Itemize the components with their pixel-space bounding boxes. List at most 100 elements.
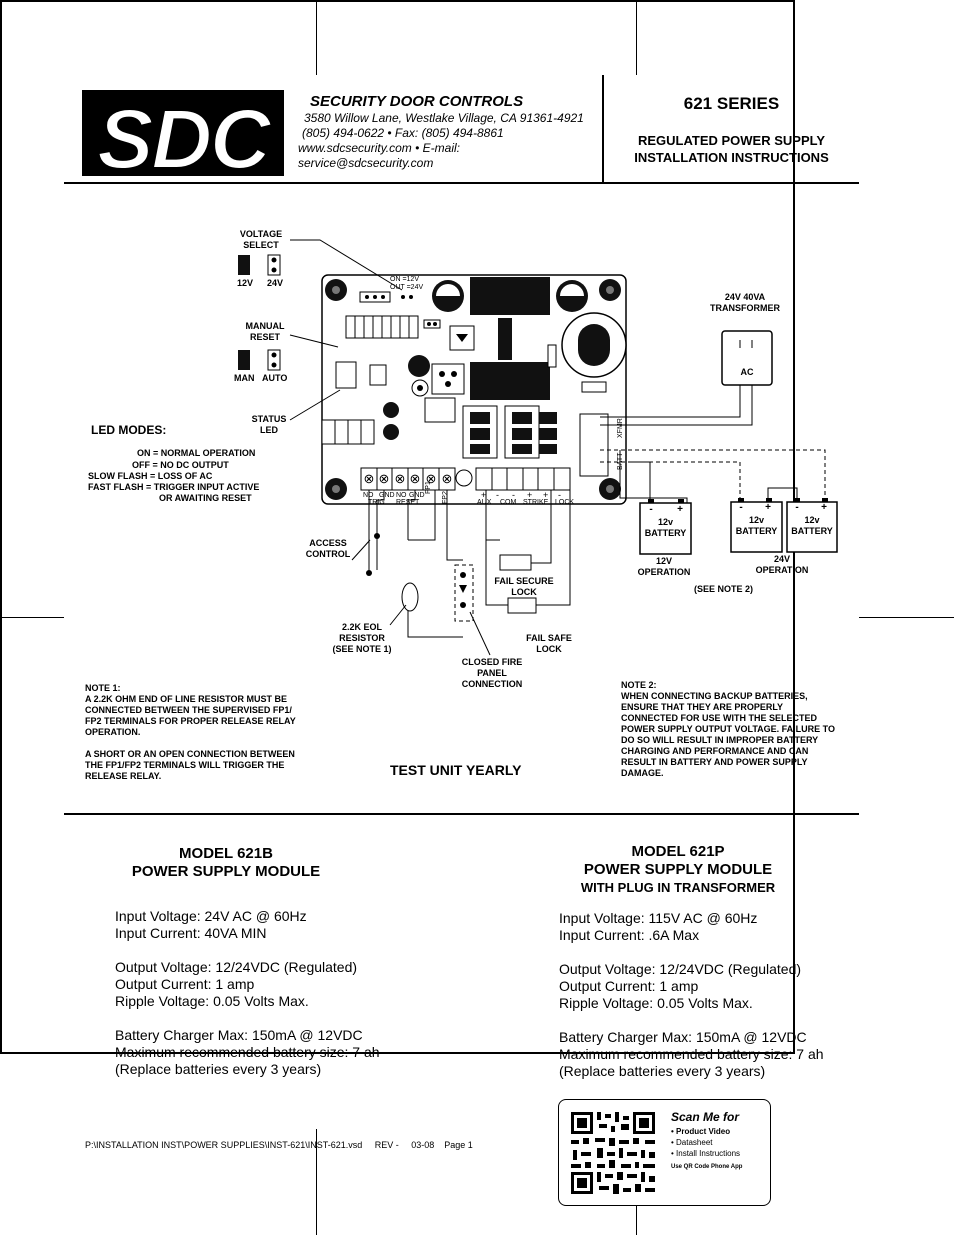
operation-12v-label: 12V OPERATION <box>629 556 699 578</box>
crop-mark-left <box>0 617 64 618</box>
qr-item-label: Install Instructions <box>676 1149 741 1158</box>
note-2: NOTE 2: WHEN CONNECTING BACKUP BATTERIES… <box>621 680 857 779</box>
spec-line: Battery Charger Max: 150mA @ 12VDC <box>559 1029 807 1045</box>
terminal-label-gnd-2: GND <box>409 492 425 499</box>
qr-card[interactable]: Scan Me for • Product Video • Datasheet … <box>558 1099 771 1206</box>
led-mode-reset: OR AWAITING RESET <box>159 493 252 503</box>
spec-line: Output Voltage: 12/24VDC (Regulated) <box>559 961 802 977</box>
qr-code-icon[interactable] <box>569 1110 657 1196</box>
fire-line-3: CONNECTION <box>461 679 523 689</box>
terminal-label-no-2: NO <box>396 492 407 499</box>
crop-mark-right <box>859 617 954 618</box>
battery-24v-a-label: 12v BATTERY <box>731 515 782 537</box>
voltage-select-label: VOLTAGE SELECT <box>226 229 296 251</box>
terminal-sub-strike: STRIKE <box>523 499 549 506</box>
battery-12v-label: 12v BATTERY <box>640 517 691 539</box>
sdc-logo: SDC <box>81 89 285 187</box>
note-1: NOTE 1: A 2.2K OHM END OF LINE RESISTOR … <box>85 683 325 782</box>
fail-safe-line-2: LOCK <box>536 644 562 654</box>
terminal-label-aux-plus: + <box>481 490 487 500</box>
test-unit-yearly: TEST UNIT YEARLY <box>390 762 522 778</box>
note-1-line: RELEASE RELAY. <box>85 771 162 781</box>
eol-line-3: (SEE NOTE 1) <box>332 644 392 654</box>
battery-1-line-1: 12v <box>657 517 674 527</box>
header-vertical-divider <box>602 75 604 183</box>
jumper-24v-label: 24V <box>267 278 284 288</box>
doc-subtitle-2: INSTALLATION INSTRUCTIONS <box>634 150 829 165</box>
battery-24v-b-label: 12v BATTERY <box>787 515 837 537</box>
spec-line: Battery Charger Max: 150mA @ 12VDC <box>115 1027 363 1043</box>
fire-panel-label: CLOSED FIRE PANEL CONNECTION <box>452 657 532 690</box>
led-mode-on: ON = NORMAL OPERATION <box>137 448 256 458</box>
voltage-select-line-1: VOLTAGE <box>239 229 283 239</box>
jumper-12v-label: 12V <box>237 278 254 288</box>
access-control-label: ACCESS CONTROL <box>298 538 358 560</box>
battery-2-line-2: BATTERY <box>735 526 778 536</box>
note-2-line: ENSURE THAT THEY ARE PROPERLY <box>621 702 784 712</box>
note-1-line: THE FP1/FP2 TERMINALS WILL TRIGGER THE <box>85 760 285 770</box>
transformer-line-1: 24V 40VA <box>724 292 766 302</box>
note-1-line: A SHORT OR AN OPEN CONNECTION BETWEEN <box>85 749 295 759</box>
model-621p-specs: Input Voltage: 115V AC @ 60Hz Input Curr… <box>559 910 824 1080</box>
series-title: 621 SERIES <box>683 94 780 113</box>
note-2-line: POWER SUPPLY OUTPUT VOLTAGE. FAILURE TO <box>621 724 836 734</box>
led-mode-fast: FAST FLASH = TRIGGER INPUT ACTIVE <box>88 482 260 492</box>
operation-24v-label: 24V OPERATION <box>747 554 817 576</box>
terminal-label-com-minus: - <box>512 490 515 500</box>
note-1-line: A 2.2K OHM END OF LINE RESISTOR MUST BE <box>85 694 288 704</box>
footer-path: P:\INSTALLATION INST\POWER SUPPLIES\INST… <box>85 1140 473 1150</box>
svg-text:-: - <box>739 502 742 513</box>
xfmr-terminal-label: XFMR <box>617 418 624 438</box>
svg-text:+: + <box>821 502 827 513</box>
voltage-select-line-2: SELECT <box>243 240 279 250</box>
note-2-line: CHARGING AND PERFORMANCE AND CAN <box>621 746 809 756</box>
transformer-ac-label: AC <box>740 367 754 377</box>
transformer-line-2: TRANSFORMER <box>710 303 780 313</box>
terminal-sub-trig: TRIG <box>368 499 385 506</box>
board-jumper-on-label: ON =12V <box>390 276 419 283</box>
op12-line-2: OPERATION <box>637 567 691 577</box>
terminal-sub-lock: LOCK <box>555 499 575 506</box>
battery-3-line-1: 12v <box>804 515 820 525</box>
eol-line-1: 2.2K EOL <box>341 622 382 632</box>
qr-card-item-video: • Product Video <box>671 1127 731 1136</box>
fire-line-1: CLOSED FIRE <box>461 657 523 667</box>
company-phone: (805) 494-0622 • Fax: (805) 494-8861 <box>302 126 504 140</box>
wiring-diagram: ⊗⊗⊗ ⊗⊗⊗ -+ -+ -+ <box>238 239 838 656</box>
terminal-sub-reset: RESET <box>396 499 420 506</box>
note-2-line: DAMAGE. <box>621 768 664 778</box>
spec-line: Output Current: 1 amp <box>115 976 255 992</box>
company-address: 3580 Willow Lane, Westlake Village, CA 9… <box>304 111 584 125</box>
op24-line-1: 24V <box>773 554 790 564</box>
model-621b-title-1: MODEL 621B <box>179 845 273 862</box>
svg-text:⊗: ⊗ <box>442 471 453 486</box>
spec-line: (Replace batteries every 3 years) <box>559 1063 766 1079</box>
spec-line: (Replace batteries every 3 years) <box>115 1061 322 1077</box>
batt-terminal-label: BATT <box>617 452 624 470</box>
model-621b-specs: Input Voltage: 24V AC @ 60Hz Input Curre… <box>115 908 380 1078</box>
svg-text:-: - <box>795 502 798 513</box>
svg-text:+: + <box>765 502 771 513</box>
spec-line: Input Voltage: 115V AC @ 60Hz <box>559 910 758 926</box>
spec-line: Maximum recommended battery size: 7 ah <box>559 1046 824 1062</box>
terminal-label-no-1: NO <box>363 492 374 499</box>
company-web: www.sdcsecurity.com • E-mail: <box>298 141 461 155</box>
eol-resistor-label: 2.2K EOL RESISTOR (SEE NOTE 1) <box>322 622 402 655</box>
note-2-line: DO SO WILL RESULT IN IMPROPER BATTERY <box>621 735 819 745</box>
model-621p-title-3: WITH PLUG IN TRANSFORMER <box>580 880 776 895</box>
status-led-line-1: STATUS <box>251 414 287 424</box>
model-621b-title: MODEL 621B POWER SUPPLY MODULE <box>96 845 356 881</box>
board-jumper-out-label: OUT =24V <box>390 284 424 291</box>
transformer-label: 24V 40VA TRANSFORMER <box>700 292 790 314</box>
spec-line: Input Current: 40VA MIN <box>115 925 267 941</box>
logo-text: SDC <box>97 92 272 176</box>
terminal-label-fp2: FP2 <box>442 491 449 504</box>
jumper-man-label: MAN <box>234 373 255 383</box>
note-2-line: RESULT IN BATTERY AND POWER SUPPLY <box>621 757 808 767</box>
note-2-title: NOTE 2: <box>621 680 657 690</box>
manual-reset-line-2: RESET <box>249 332 280 342</box>
led-modes-title: LED MODES: <box>91 423 167 437</box>
led-mode-slow: SLOW FLASH = LOSS OF AC <box>88 471 213 481</box>
svg-text:⊗: ⊗ <box>379 471 390 486</box>
qr-card-item-install: • Install Instructions <box>671 1149 741 1158</box>
